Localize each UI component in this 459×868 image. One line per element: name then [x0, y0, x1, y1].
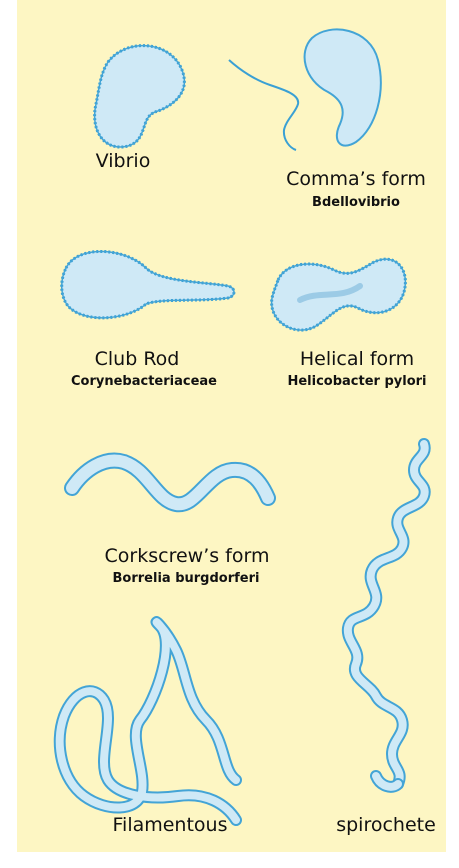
label-comma-form: Comma’s form — [286, 168, 426, 190]
club-rod-cell — [62, 251, 234, 317]
label-corkscrew-form: Corkscrew’s form — [105, 545, 270, 567]
label-filamentous: Filamentous — [112, 814, 227, 836]
spirochete-cell — [348, 444, 425, 787]
label-corynebacteriaceae: Corynebacteriaceae — [71, 374, 217, 389]
label-bdellovibrio: Bdellovibrio — [312, 195, 400, 210]
label-spirochete: spirochete — [336, 814, 436, 836]
label-helical-form: Helical form — [300, 348, 414, 370]
filamentous-cell — [60, 622, 236, 820]
helical-cell — [272, 259, 406, 330]
label-club-rod: Club Rod — [95, 348, 180, 370]
label-borrelia: Borrelia burgdorferi — [113, 571, 260, 586]
comma-cell — [229, 29, 381, 150]
label-helicobacter-pylori: Helicobacter pylori — [287, 374, 426, 389]
label-vibrio: Vibrio — [96, 150, 151, 172]
corkscrew-cell — [72, 461, 268, 505]
vibrio-cell — [95, 46, 185, 147]
